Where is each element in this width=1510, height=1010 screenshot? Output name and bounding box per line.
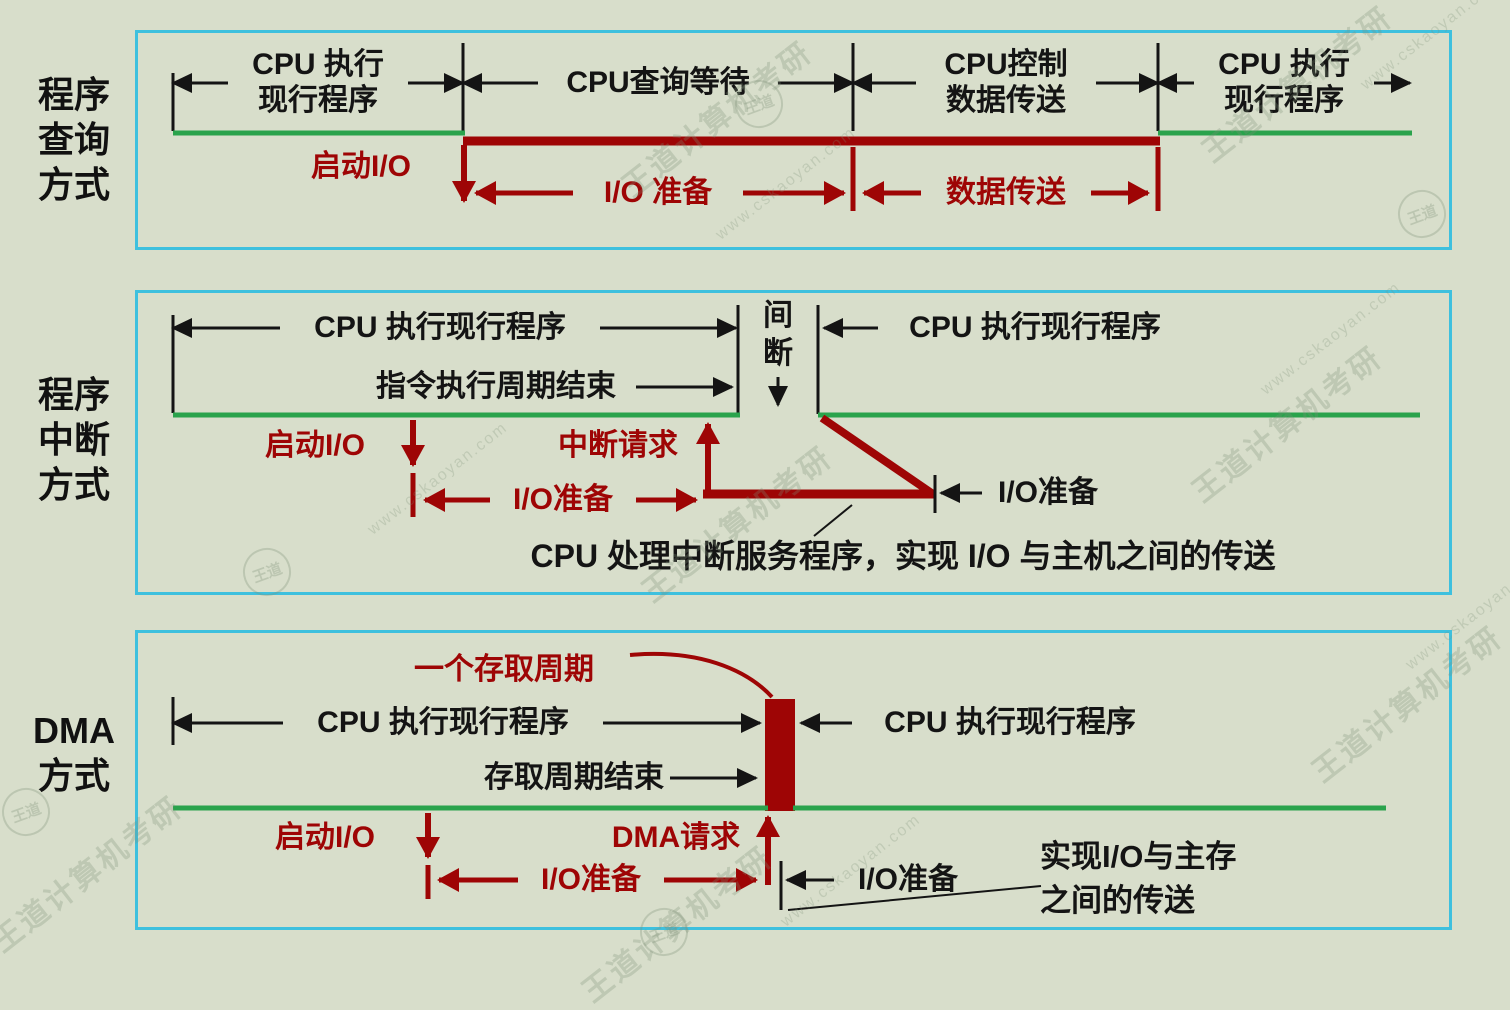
interrupt-note: CPU 处理中断服务程序，实现 I/O 与主机之间的传送 xyxy=(530,538,1276,574)
cpu-exec-left-label: CPU 执行现行程序 xyxy=(280,310,600,346)
red-diagonal-return xyxy=(819,414,936,498)
gap-label: 间 断 xyxy=(763,299,793,370)
cpu-exec-left-label: CPU 执行 现行程序 xyxy=(228,47,408,119)
cpu-exec-left-label: CPU 执行现行程序 xyxy=(283,705,603,741)
note-pointer-line xyxy=(787,885,1042,911)
access-cycle-end-label: 存取周期结束 xyxy=(481,760,667,796)
cpu-exec-right-label: CPU 执行现行程序 xyxy=(909,311,1161,344)
polling-panel: CPU 执行 现行程序 CPU查询等待 CPU控制 数据传送 CPU 执行 现行… xyxy=(135,30,1452,250)
dma-panel: 一个存取周期 CPU 执行现行程序 CPU 执行现行程序 存取周期结束 启动I/… xyxy=(135,630,1452,930)
data-transfer-label: 数据传送 xyxy=(921,175,1091,211)
start-io-label: 启动I/O xyxy=(274,821,375,854)
start-io-label: 启动I/O xyxy=(310,150,411,183)
dma-note: 实现I/O与主存 之间的传送 xyxy=(1040,839,1237,918)
io-prepare-label: I/O 准备 xyxy=(573,175,743,211)
one-access-cycle-label: 一个存取周期 xyxy=(414,653,594,686)
dma-request-label: DMA请求 xyxy=(611,821,741,854)
interrupt-panel: CPU 执行现行程序 间 断 CPU 执行现行程序 指令执行周期结束 启动I/O… xyxy=(135,290,1452,595)
dma-side-label: DMA 方式 xyxy=(33,710,115,796)
access-cycle-pointer xyxy=(629,652,774,699)
interrupt-side-label: 程序 中断 方式 xyxy=(37,374,110,505)
instr-cycle-end-label: 指令执行周期结束 xyxy=(360,369,632,405)
io-prepare-black-label: I/O准备 xyxy=(857,863,958,896)
cpu-poll-wait-label: CPU查询等待 xyxy=(538,65,778,101)
io-prepare-black-label: I/O准备 xyxy=(997,476,1098,509)
io-prepare-red-label: I/O准备 xyxy=(518,862,664,898)
note-pointer-line xyxy=(813,504,853,537)
interrupt-request-label: 中断请求 xyxy=(558,429,678,462)
cpu-ctrl-transfer-label: CPU控制 数据传送 xyxy=(916,47,1096,119)
dma-steal-block xyxy=(765,699,795,811)
cpu-exec-right-label: CPU 执行 现行程序 xyxy=(1194,47,1374,119)
start-io-label: 启动I/O xyxy=(264,429,365,462)
cpu-exec-right-label: CPU 执行现行程序 xyxy=(884,706,1136,739)
io-prepare-red-label: I/O准备 xyxy=(490,482,636,518)
polling-side-label: 程序 查询 方式 xyxy=(37,74,110,205)
